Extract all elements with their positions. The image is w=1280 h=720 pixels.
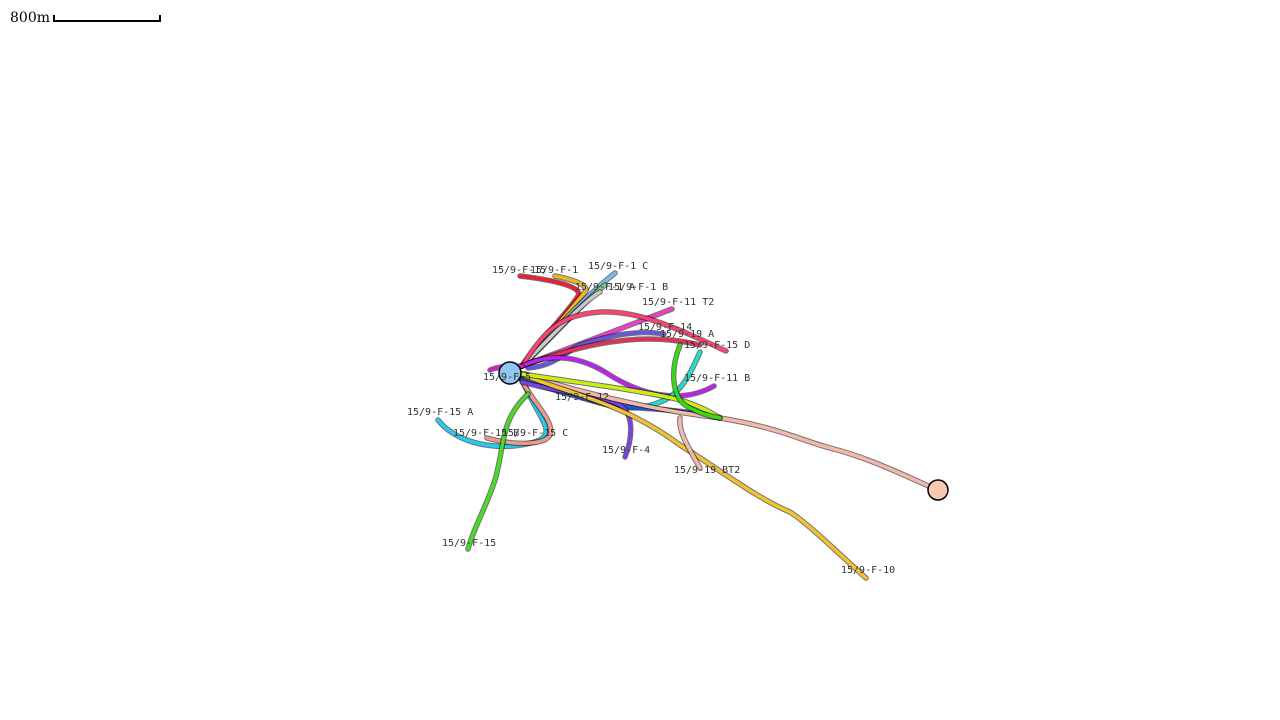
well-track bbox=[519, 371, 941, 493]
well-track bbox=[519, 309, 729, 369]
well-label: 15/9-F-15 bbox=[442, 538, 496, 549]
map-markers bbox=[498, 361, 949, 501]
well-label: 15/9-F-11 B bbox=[684, 373, 750, 384]
well-track-line bbox=[520, 372, 868, 580]
scale-bar: 800m bbox=[10, 10, 161, 26]
well-label: 15/9-F-15 C bbox=[502, 428, 568, 439]
well-track-line bbox=[520, 372, 722, 420]
well-label: 15/9-19 BT2 bbox=[674, 465, 740, 476]
well-label: 15/9-F-15 A bbox=[407, 407, 473, 418]
scale-bar-label: 800m bbox=[10, 10, 50, 26]
well-track-line bbox=[466, 392, 530, 551]
well-track bbox=[465, 391, 531, 552]
well-track-line bbox=[520, 380, 633, 459]
well-label: 15/9-F-1 A bbox=[575, 282, 635, 293]
well-track-line bbox=[678, 416, 702, 470]
well-track bbox=[519, 371, 723, 421]
well-label: 15/9-F-15 bbox=[492, 265, 546, 276]
well-label: 15/9-F-14 bbox=[638, 322, 692, 333]
well-label: 15/9-F-15 D bbox=[684, 340, 750, 351]
well-label: 15/9-F-10 bbox=[841, 565, 895, 576]
platform-marker[interactable] bbox=[498, 361, 522, 385]
well-track-line bbox=[485, 378, 553, 446]
well-track bbox=[670, 342, 723, 421]
well-track-line bbox=[526, 330, 666, 370]
well-track-line bbox=[520, 355, 716, 398]
well-label: 15/9-F-4 bbox=[602, 445, 650, 456]
well-label: 15/9-F-5 bbox=[483, 372, 531, 383]
well-track bbox=[525, 329, 667, 371]
well-label: 15/9-F-11 T2 bbox=[642, 297, 714, 308]
well-label: 15/9-19 A bbox=[660, 329, 714, 340]
well-track-line bbox=[520, 372, 940, 492]
well-label: 15/9-F-15 B bbox=[453, 428, 519, 439]
well-track bbox=[677, 415, 703, 471]
scale-bar-line bbox=[53, 14, 161, 22]
well-track bbox=[484, 377, 554, 447]
well-track-line bbox=[671, 343, 722, 420]
well-label: 15/9-F-12 bbox=[555, 392, 609, 403]
well-track bbox=[519, 371, 869, 581]
well-track-line bbox=[520, 310, 728, 368]
well-label: 15/9-F-1 bbox=[530, 265, 578, 276]
well-track bbox=[519, 379, 634, 460]
well-label: 15/9-F-1 C bbox=[588, 261, 648, 272]
well-track bbox=[519, 354, 717, 399]
well-tracks bbox=[435, 270, 941, 581]
exploration-well-marker[interactable] bbox=[927, 479, 949, 501]
well-label: 15/9-F-1 B bbox=[608, 282, 668, 293]
